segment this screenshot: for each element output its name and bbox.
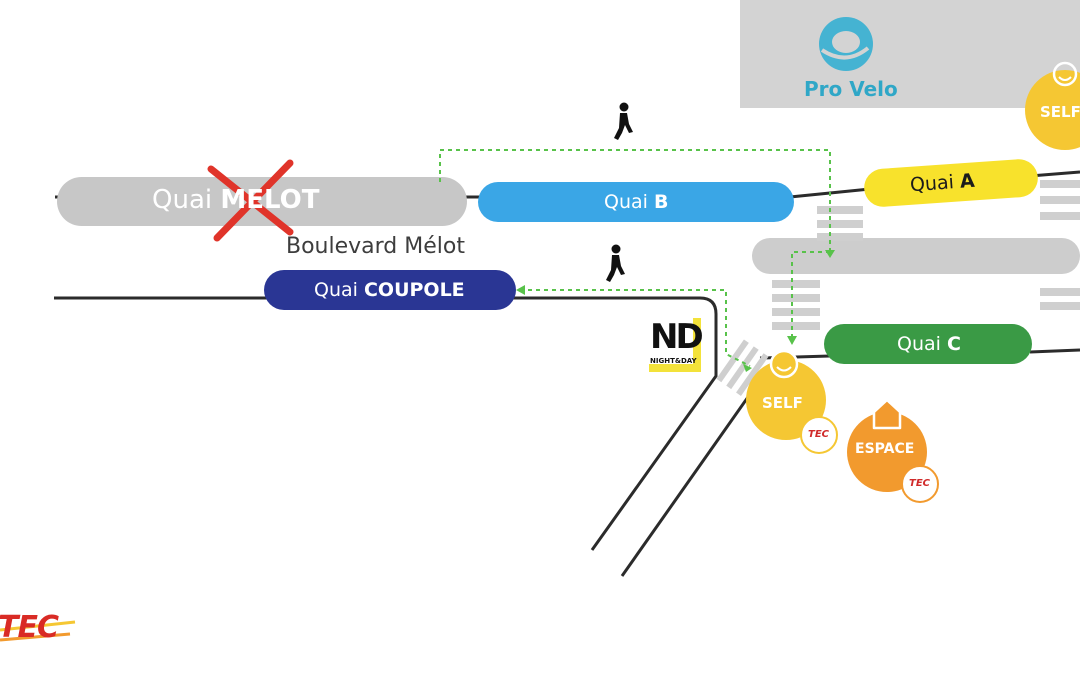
quai-a-prefix: Quai	[909, 171, 955, 197]
platform-band	[752, 238, 1080, 274]
night-day-logo-text[interactable]: ND	[650, 317, 704, 357]
self-top-label[interactable]: SELF	[1040, 103, 1080, 121]
pro-velo-label[interactable]: Pro Velo	[804, 77, 898, 101]
night-day-name: NIGHT&DAY	[650, 357, 697, 365]
quai-c-pill	[824, 324, 1032, 364]
self-main-circle	[746, 360, 826, 440]
espace-label[interactable]: ESPACE	[855, 441, 915, 457]
pro-velo-building	[740, 0, 1080, 108]
quai-coupole-label[interactable]: Quai COUPOLE	[314, 279, 465, 301]
quai-b-label[interactable]: Quai B	[604, 191, 668, 213]
tec-badge	[901, 465, 939, 503]
self-top-circle	[1025, 70, 1080, 150]
quai-a-pill	[864, 159, 1038, 207]
street-name: Boulevard Mélot	[286, 234, 465, 259]
walk-arrows	[516, 250, 835, 372]
quai-c-name: C	[946, 333, 961, 355]
tec-badge	[800, 416, 838, 454]
closed-cross-icon	[207, 159, 294, 242]
home-icon	[872, 398, 902, 430]
road-lines	[54, 170, 1080, 577]
tec-logo-icon	[0, 620, 76, 642]
smiley-icon	[769, 349, 799, 379]
quai-melot-prefix: Quai	[152, 185, 213, 215]
walk-paths	[439, 149, 831, 367]
tec-badge-self: TEC	[808, 429, 829, 440]
quai-c-label[interactable]: Quai C	[897, 333, 961, 355]
smiley-icon	[1052, 61, 1078, 87]
quai-b-pill	[478, 182, 794, 222]
quai-melot-label[interactable]: Quai MELOT	[152, 185, 320, 215]
quai-coupole-name: COUPOLE	[363, 279, 465, 301]
pedestrian-icon	[614, 102, 633, 140]
quai-a-name: A	[959, 169, 976, 193]
tec-logo[interactable]: TEC	[0, 610, 59, 645]
quai-melot-name: MELOT	[220, 185, 320, 215]
quai-c-prefix: Quai	[897, 333, 941, 355]
quai-melot-pill	[57, 177, 467, 226]
self-main-label[interactable]: SELF	[762, 394, 803, 412]
quai-coupole-pill	[264, 270, 516, 310]
zebra-crossings	[716, 180, 1080, 396]
quai-b-prefix: Quai	[604, 191, 648, 213]
night-day-logo-inner	[649, 318, 693, 364]
quai-a-label[interactable]: Quai A	[909, 170, 975, 196]
quai-coupole-prefix: Quai	[314, 279, 358, 301]
quai-b-name: B	[653, 191, 669, 213]
pro-velo-logo-icon	[819, 17, 873, 71]
pedestrian-icon	[606, 244, 625, 282]
tec-badge-espace: TEC	[909, 478, 930, 489]
